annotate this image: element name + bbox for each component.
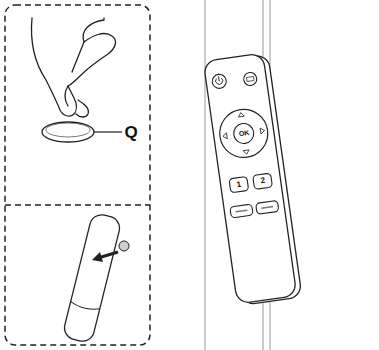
remote-back-body <box>62 212 122 343</box>
menu-icon <box>246 77 253 82</box>
number-button <box>229 176 249 192</box>
coin-rim <box>46 123 90 137</box>
leader-line <box>94 131 122 132</box>
hand-outline <box>32 18 116 116</box>
coin-battery <box>42 122 94 142</box>
arrow-head <box>92 252 103 262</box>
power-button <box>211 73 227 89</box>
direction-arrows <box>220 110 267 157</box>
dashed-divider <box>5 204 150 206</box>
cover-seam <box>70 302 100 312</box>
finger-line <box>65 86 68 106</box>
d-pad <box>217 106 271 160</box>
coin-battery <box>42 122 94 142</box>
remote-body <box>203 53 297 304</box>
button-label: 1 <box>236 180 242 189</box>
callout-letter: Q <box>124 124 137 141</box>
wall-line <box>205 0 206 350</box>
button-label: 2 <box>260 177 266 186</box>
finger-line <box>72 42 84 72</box>
dashed-frame <box>5 5 150 345</box>
thumb <box>76 100 88 117</box>
number-button <box>253 173 273 189</box>
ok-button <box>232 122 255 145</box>
coin-battery <box>119 241 129 251</box>
button-marks <box>236 207 274 212</box>
power-icon <box>215 76 223 85</box>
remote-front <box>203 52 302 306</box>
hand <box>32 18 116 117</box>
remote-back <box>62 212 122 343</box>
menu-button <box>243 72 258 87</box>
